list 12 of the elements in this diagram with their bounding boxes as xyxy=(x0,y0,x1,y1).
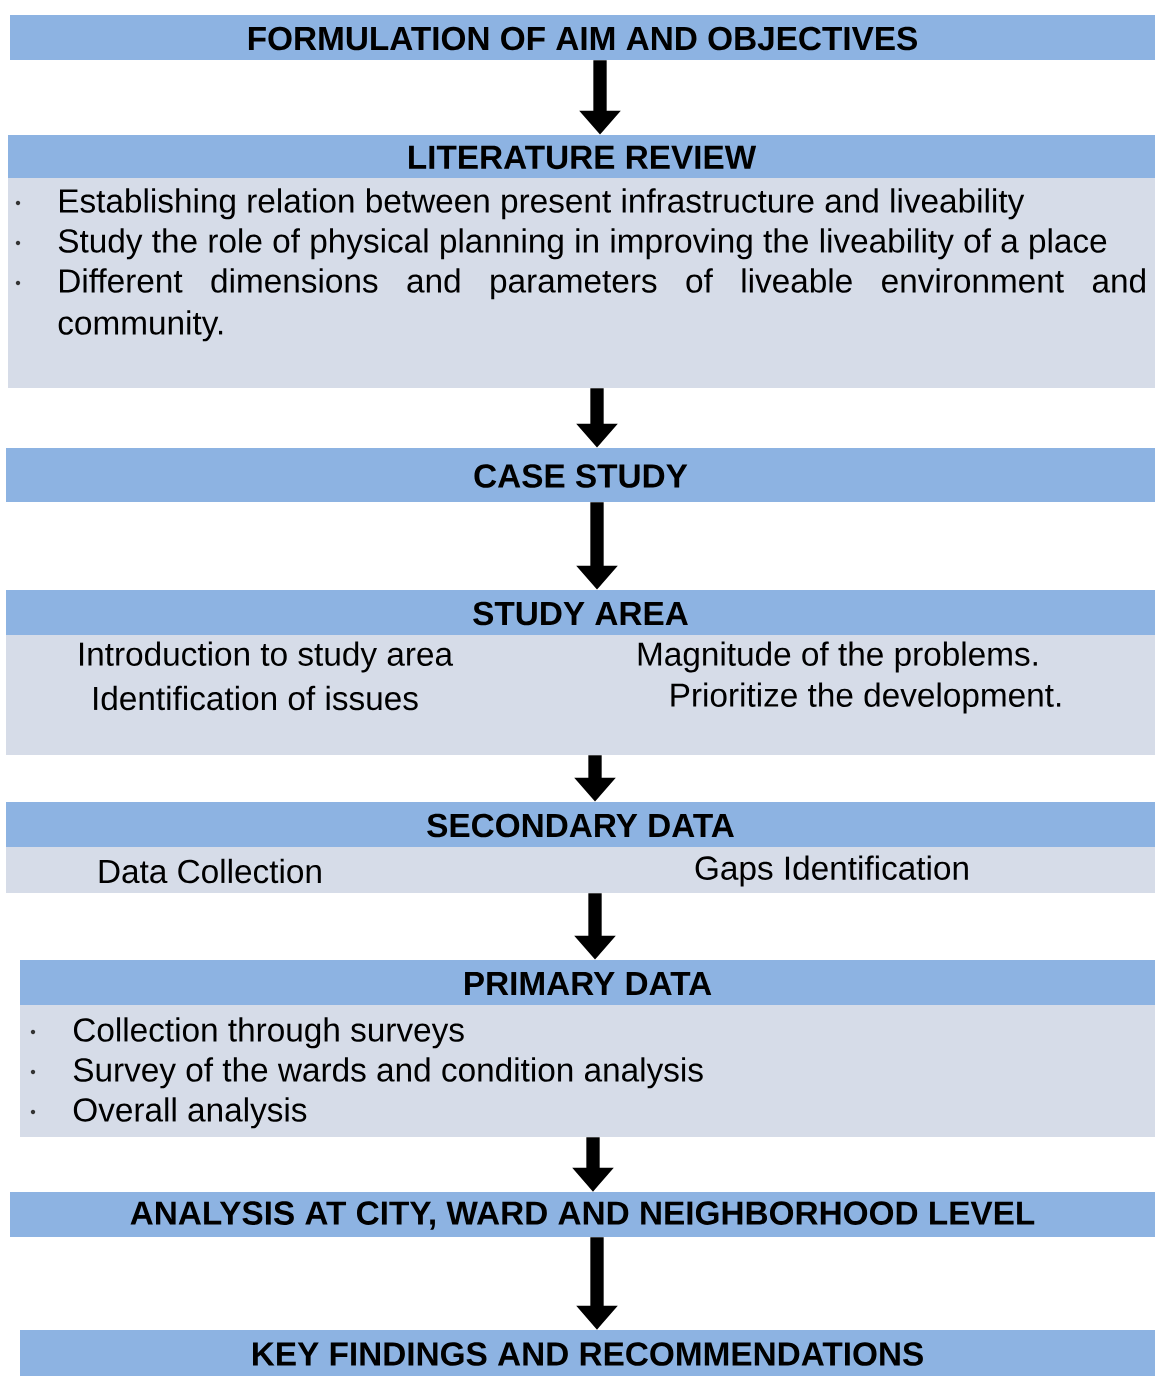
step-box: ANALYSIS AT CITY, WARD AND NEIGHBORHOOD LEVEL xyxy=(10,1192,1155,1237)
node-label: STUDY AREA xyxy=(473,601,688,626)
step-box: LITERATURE REVIEW Establishing relation between present infrastructure and liveability Study the role of physical planning in improving the liveability of a place Different dimensions and parameters of liveable environment and community. xyxy=(8,135,1155,388)
node-label: PRIMARY DATA xyxy=(465,972,712,995)
step-box: PRIMARY DATA Collection through surveys Survey of the wards and condition analysis Overall analysis xyxy=(20,960,1155,1137)
step-box: SECONDARY DATA Data Collection Gaps Identification xyxy=(6,802,1155,893)
node-label: LITERATURE REVIEW xyxy=(409,145,757,170)
step-box: STUDY AREA Introduction to study area Identification of issues Magnitude of the problems. Prioritize the development. xyxy=(6,590,1155,755)
step-box: KEY FINDINGS AND RECOMMENDATIONS xyxy=(20,1330,1155,1376)
step-box: CASE STUDY xyxy=(6,448,1155,502)
node-label: SECONDARY DATA xyxy=(427,813,734,838)
step-box: FORMULATION OF AIM AND OBJECTIVES xyxy=(10,15,1155,60)
